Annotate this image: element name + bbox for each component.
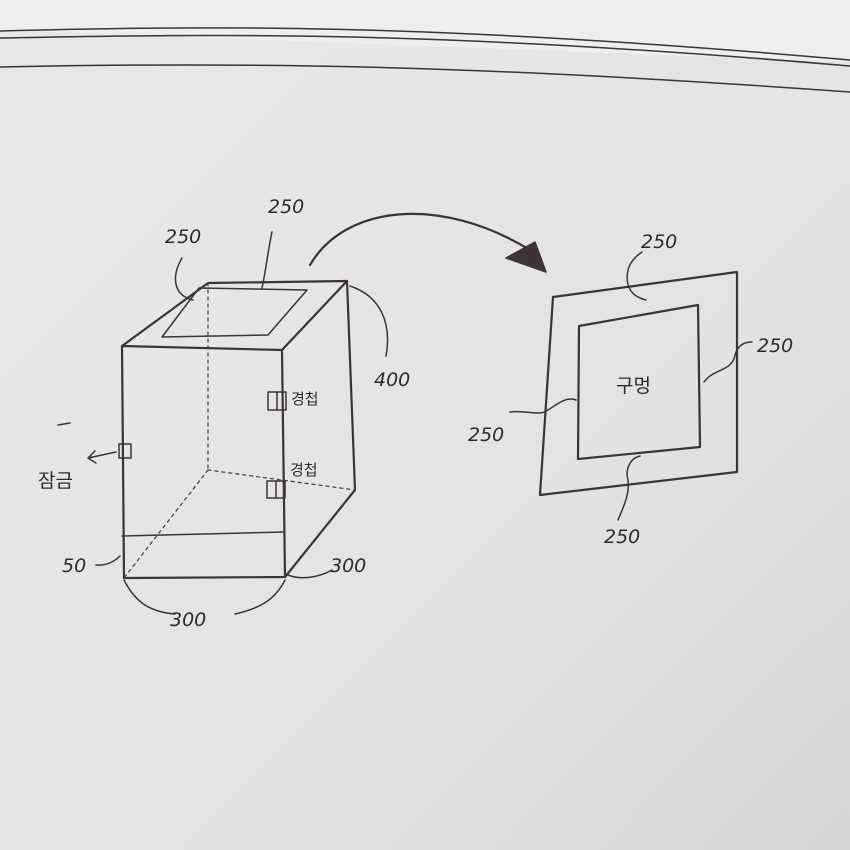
label-left-margin: 250 — [468, 424, 504, 446]
lock-pointer-arrow — [87, 450, 117, 464]
leader-left-margin — [509, 398, 577, 414]
top-view-outer-square — [538, 270, 739, 497]
leader-top-margin — [626, 251, 647, 301]
leader-height — [349, 285, 389, 357]
leader-bottom-margin — [617, 455, 641, 521]
label-front-width: 300 — [170, 609, 206, 631]
leader-right-margin — [703, 341, 753, 383]
stray-mark — [57, 422, 71, 426]
ruled-lines — [0, 27, 850, 93]
label-side-depth: 300 — [330, 555, 366, 577]
label-hinge-upper: 경첩 — [291, 390, 319, 408]
hinge-upper-icon — [267, 391, 287, 411]
paper-top-fold — [0, 0, 850, 62]
label-top-depth: 250 — [165, 226, 201, 248]
box-hidden-edges — [123, 282, 356, 579]
leader-top-width — [261, 231, 273, 289]
top-view-diagram: 구멍 250 250 250 250 — [468, 231, 793, 548]
leader-side-depth — [287, 569, 333, 579]
box-base-line — [121, 531, 284, 537]
box-top-opening — [161, 287, 308, 338]
leader-base-height — [95, 555, 121, 566]
leader-top-depth — [174, 257, 194, 301]
label-lock: 잠금 — [38, 470, 73, 492]
box-top-face — [120, 279, 349, 352]
hinge-lower-icon — [266, 480, 286, 499]
view-transition-arrow — [308, 212, 547, 273]
label-hole: 구멍 — [616, 375, 651, 397]
leader-front-width — [123, 579, 286, 615]
label-height: 400 — [374, 369, 410, 391]
label-bottom-margin: 250 — [604, 526, 640, 548]
label-right-margin: 250 — [757, 335, 793, 357]
box-diagram: 250 250 400 경첩 경첩 잠금 50 300 300 — [38, 196, 410, 631]
top-view-hole — [576, 303, 702, 461]
label-top-width: 250 — [268, 196, 304, 218]
lock-icon — [118, 443, 132, 459]
label-hinge-lower: 경첩 — [290, 461, 318, 479]
label-top-margin: 250 — [641, 231, 677, 253]
label-base-height: 50 — [62, 555, 86, 577]
